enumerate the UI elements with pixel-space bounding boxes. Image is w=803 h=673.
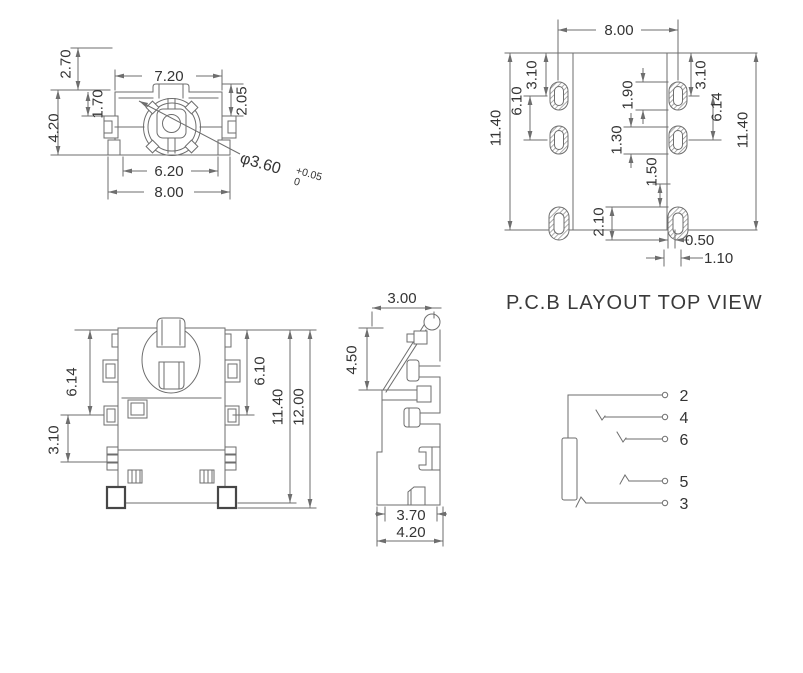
dim-label: 2.05	[234, 86, 251, 115]
pad	[549, 125, 569, 155]
svg-text:φ3.60: φ3.60	[238, 150, 283, 178]
barrel-ring-notches	[145, 100, 199, 154]
side-view-outline	[376, 313, 441, 506]
mount-foot	[105, 485, 127, 510]
dim-label: 11.40	[735, 112, 752, 148]
dim-label: 6.14	[64, 367, 81, 396]
dim-label: 6.10	[252, 356, 269, 385]
diameter-leader-line	[138, 100, 241, 155]
dim-label: 11.40	[488, 110, 505, 146]
pin-lug	[406, 359, 420, 382]
pcb-extension-lines	[504, 19, 758, 241]
schematic-symbol: 2 4 6 5 3	[561, 388, 689, 513]
pin-number: 5	[680, 474, 689, 491]
key-tab	[156, 317, 186, 348]
dim-label: 1.90	[620, 80, 637, 109]
dim-label: 2.10	[591, 207, 608, 236]
pin-lug	[403, 407, 421, 428]
pad	[667, 206, 689, 241]
terminal-dot	[661, 391, 669, 399]
pin-number: 3	[680, 496, 689, 513]
dim-label: 11.40	[270, 389, 287, 425]
dim-label: 1.10	[704, 250, 733, 267]
diameter-callout: φ3.60 +0.05 0	[238, 150, 323, 189]
dim-label: 4.20	[46, 113, 63, 142]
dim-label: 3.70	[396, 507, 425, 524]
dim-label: 1.50	[644, 157, 661, 186]
dim-label: 1.70	[90, 89, 107, 118]
side-view-drawing: 3.00 4.50 3.70 4.20	[344, 290, 447, 547]
pcb-layout-title: P.C.B LAYOUT TOP VIEW	[506, 292, 763, 314]
terminal-dot	[661, 477, 669, 485]
terminal-dot	[661, 499, 669, 507]
center-pin-symbol	[561, 437, 578, 501]
dim-label: 3.10	[46, 425, 63, 454]
pcb-outline	[572, 52, 668, 231]
dim-label: 3.00	[387, 290, 416, 307]
pin-number: 2	[680, 388, 689, 405]
dim-label: 4.20	[396, 524, 425, 541]
dim-label: 6.10	[509, 86, 526, 115]
terminal-dot	[661, 413, 669, 421]
dim-label: 4.50	[344, 345, 361, 374]
center-pin-hole	[162, 114, 181, 133]
dim-label: 8.00	[154, 184, 183, 201]
top-view-outline	[103, 83, 237, 156]
terminal-dot	[661, 435, 669, 443]
center-pin-front	[158, 361, 185, 390]
solder-pads	[548, 81, 689, 241]
mount-foot	[216, 485, 238, 510]
schematic-drawing: 2 4 6 5 3	[561, 388, 689, 513]
dim-label: 8.00	[604, 22, 633, 39]
dim-label: 6.14	[709, 92, 726, 121]
front-view-drawing: 6.14 3.10 6.10 11.40 12.00	[46, 317, 317, 510]
top-view-dimensions: 2.70 7.20 4.20 1.70 2.05 6.20 8.00 φ3.60…	[46, 47, 323, 201]
top-hook	[423, 313, 441, 331]
pin-number: 4	[680, 410, 689, 427]
dim-label: 6.20	[154, 163, 183, 180]
dim-label: 2.70	[58, 49, 75, 78]
pcb-layout-drawing: 8.00 11.40 6.10 3.10 1.90 1.30 1.50 2.10…	[488, 19, 759, 267]
pin-number: 6	[680, 432, 689, 449]
pad	[549, 81, 569, 111]
dim-label: 1.30	[609, 125, 626, 154]
pad	[548, 206, 570, 241]
dim-label: 3.10	[693, 60, 710, 89]
dim-label: 12.00	[291, 388, 308, 426]
front-view-dimensions: 6.14 3.10 6.10 11.40 12.00	[46, 329, 317, 509]
dim-label: 7.20	[154, 68, 183, 85]
top-view-drawing: 2.70 7.20 4.20 1.70 2.05 6.20 8.00 φ3.60…	[46, 47, 323, 201]
front-view-outline	[102, 317, 241, 510]
dim-label: 3.10	[524, 60, 541, 89]
pad	[668, 81, 688, 111]
dim-label: 0.50	[685, 232, 714, 249]
svg-text:0: 0	[292, 176, 301, 189]
pcb-dimensions: 8.00 11.40 6.10 3.10 1.90 1.30 1.50 2.10…	[488, 22, 759, 267]
side-view-dimensions: 3.00 4.50 3.70 4.20	[344, 290, 447, 547]
pad	[668, 125, 688, 155]
